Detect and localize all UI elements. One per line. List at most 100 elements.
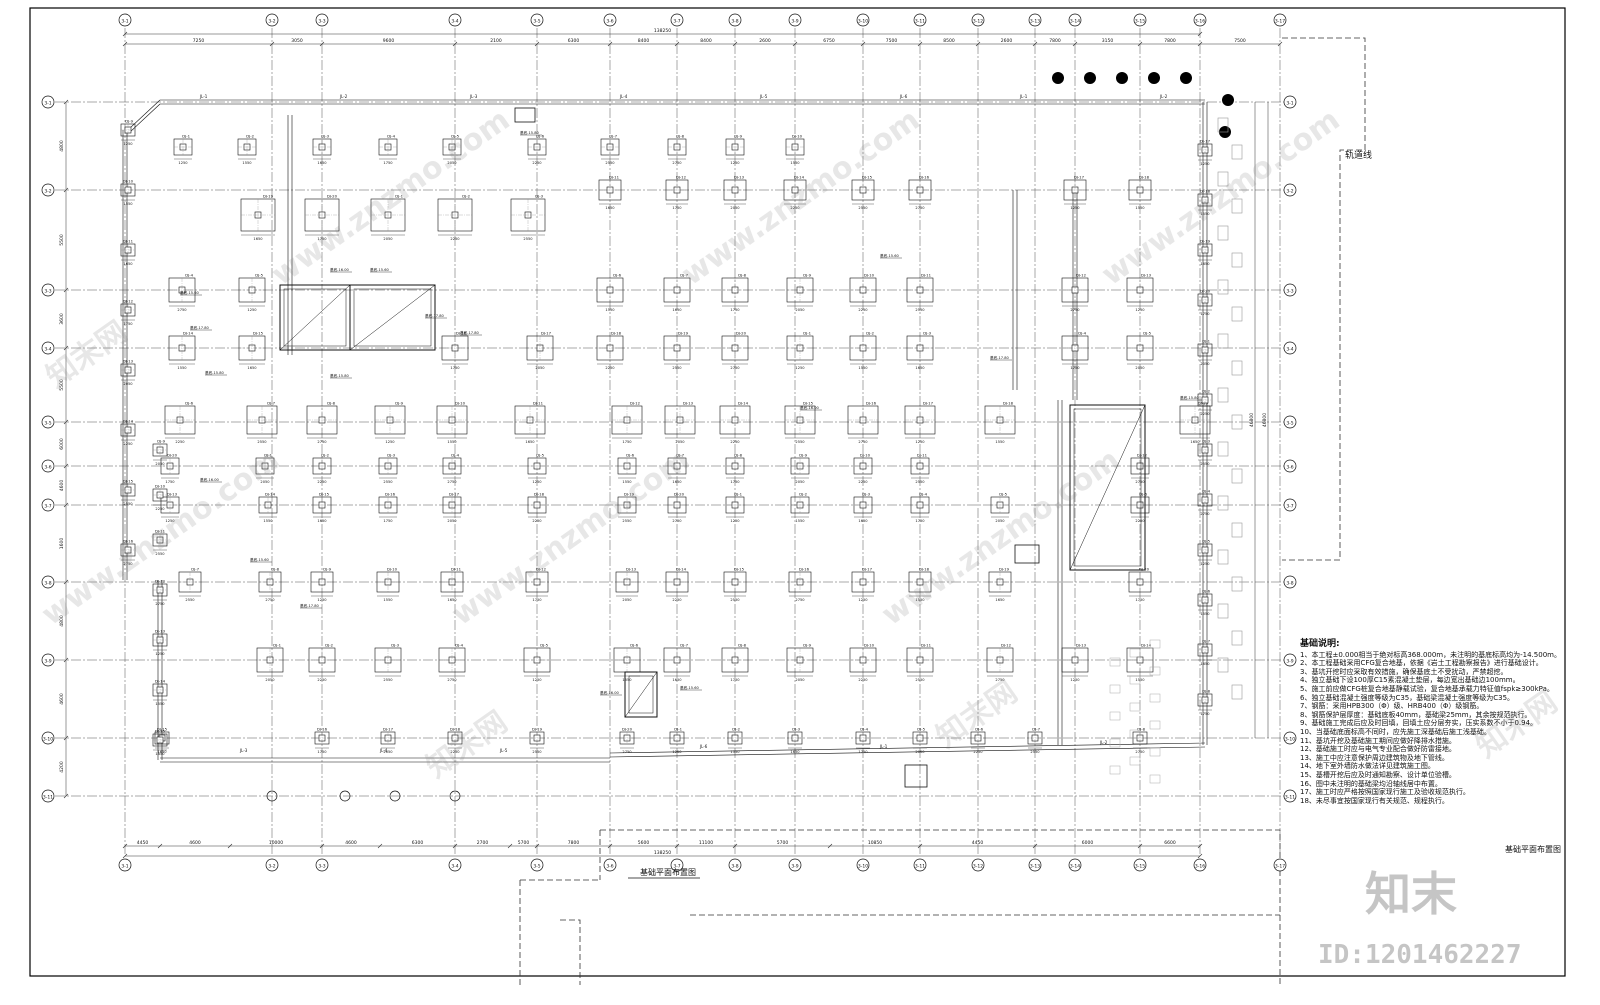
axis-bubble-label: 3-17 xyxy=(1275,864,1285,870)
footing-tag: DJ-2 xyxy=(325,643,333,648)
dim-text: 46800 xyxy=(1262,413,1268,427)
axis-bubble-label: 3-7 xyxy=(673,19,680,25)
note-item: 17、施工时应严格按照国家现行施工及验收规范执行。 xyxy=(1300,788,1470,797)
footing-dim: 1750 xyxy=(1200,312,1210,316)
core-pit xyxy=(279,284,351,351)
axis-bubble: 3-3 xyxy=(41,283,55,297)
footing-tag: DJ-3 xyxy=(923,331,931,336)
axis-bubble: 3-4 xyxy=(448,858,462,872)
footing-tag: DJ-3 xyxy=(387,453,395,458)
footing-tag: DJ-4 xyxy=(387,134,395,139)
axis-bubble: 3-11 xyxy=(913,858,927,872)
axis-bubble: 3-4 xyxy=(1283,341,1297,355)
dim-text: 6750 xyxy=(823,38,835,44)
dim-text: 1600 xyxy=(59,538,65,550)
footing-tag: DJ-18 xyxy=(450,727,461,732)
footing-dim: 2050 xyxy=(383,237,393,241)
axis-bubble-label: 3-9 xyxy=(791,864,798,870)
dim-tick xyxy=(534,41,540,47)
sheet-label: 基础平面布置图 xyxy=(1505,844,1561,854)
footing-tag: DJ-17 xyxy=(1074,175,1085,180)
footing-tag: DJ-7 xyxy=(1202,639,1210,644)
axis-bubble-label: 3-10 xyxy=(1285,737,1295,743)
dim-tick xyxy=(607,41,613,47)
axis-bubble: 3-1 xyxy=(1283,95,1297,109)
footing-dim: 2050 xyxy=(795,480,805,484)
elevation-text: 基底-16.00 xyxy=(800,405,819,410)
footing-tag: DJ-12 xyxy=(536,567,547,572)
axis-bubble: 3-9 xyxy=(1283,653,1297,667)
footing-tag: DJ-13 xyxy=(1141,273,1152,278)
dim-text: 6600 xyxy=(1164,840,1176,846)
footing-tag: DJ-17 xyxy=(541,331,552,336)
footing-tag: DJ-9 xyxy=(395,401,403,406)
elevation-tag: 基底-15.60 xyxy=(680,685,702,691)
footing-tag: DJ-4 xyxy=(919,492,927,497)
track-sleeper xyxy=(1231,360,1243,376)
footing-tag: DJ-11 xyxy=(609,175,620,180)
footing-tag: DJ-18 xyxy=(919,567,930,572)
track-sleeper xyxy=(1217,333,1229,349)
elevation-text: 基底-16.00 xyxy=(330,267,349,272)
footing-tag: DJ-17 xyxy=(1200,139,1211,144)
tree-mark xyxy=(1222,94,1234,106)
footing-dim: 2750 xyxy=(1135,480,1145,484)
image-id-label: ID:1201462227 xyxy=(1318,940,1522,970)
axis-bubble-label: 3-7 xyxy=(1286,504,1293,510)
dim-tick xyxy=(122,41,128,47)
footing-dim: 2750 xyxy=(915,206,925,210)
beam-tag: JL-2 xyxy=(1099,740,1108,745)
elevation-tag: 基底-16.00 xyxy=(330,267,352,273)
footing-dim: 1250 xyxy=(247,308,257,312)
sump-pit xyxy=(1014,544,1040,564)
dim-tick xyxy=(63,793,69,799)
footing-tag: DJ-13 xyxy=(1076,643,1087,648)
footing-tag: DJ-1 xyxy=(803,331,811,336)
elevation-tag: 基底-15.60 xyxy=(880,253,902,259)
dim-text: 2600 xyxy=(1001,38,1013,44)
axis-bubble-label: 3-3 xyxy=(318,19,325,25)
foundation-beam xyxy=(160,99,1205,105)
footing-dim: 1550 xyxy=(790,161,800,165)
dim-text: 4800 xyxy=(59,140,65,152)
dim-text: 7800 xyxy=(1049,38,1061,44)
footing-tag: DJ-8 xyxy=(676,134,684,139)
dim-tick xyxy=(1032,41,1038,47)
elevation-tag: 基底-15.60 xyxy=(250,557,272,563)
footing-dim: 2550 xyxy=(532,750,542,754)
axis-bubble: 3-7 xyxy=(670,858,684,872)
track-sleeper xyxy=(1231,468,1243,484)
footing-dim: 1750 xyxy=(383,161,393,165)
footing-dim: 2550 xyxy=(1030,750,1040,754)
tree-mark xyxy=(1180,72,1192,84)
footing-tag: DJ-13 xyxy=(626,567,637,572)
footing-dim: 1750 xyxy=(730,678,740,682)
note-item: 14、地下室外墙防水做法详见建筑施工图。 xyxy=(1300,762,1435,771)
footing-tag: DJ-5 xyxy=(1202,539,1210,544)
axis-bubble-label: 3-11 xyxy=(1285,795,1295,801)
footing-tag: DJ-15 xyxy=(803,401,814,406)
footing-tag: DJ-15 xyxy=(155,729,166,734)
dim-tick xyxy=(534,843,540,849)
axis-bubble: 3-10 xyxy=(1283,731,1297,745)
axis-bubble-label: 3-2 xyxy=(268,864,275,870)
axis-bubble-label: 3-15 xyxy=(1135,864,1145,870)
footing-dim: 2550 xyxy=(915,480,925,484)
